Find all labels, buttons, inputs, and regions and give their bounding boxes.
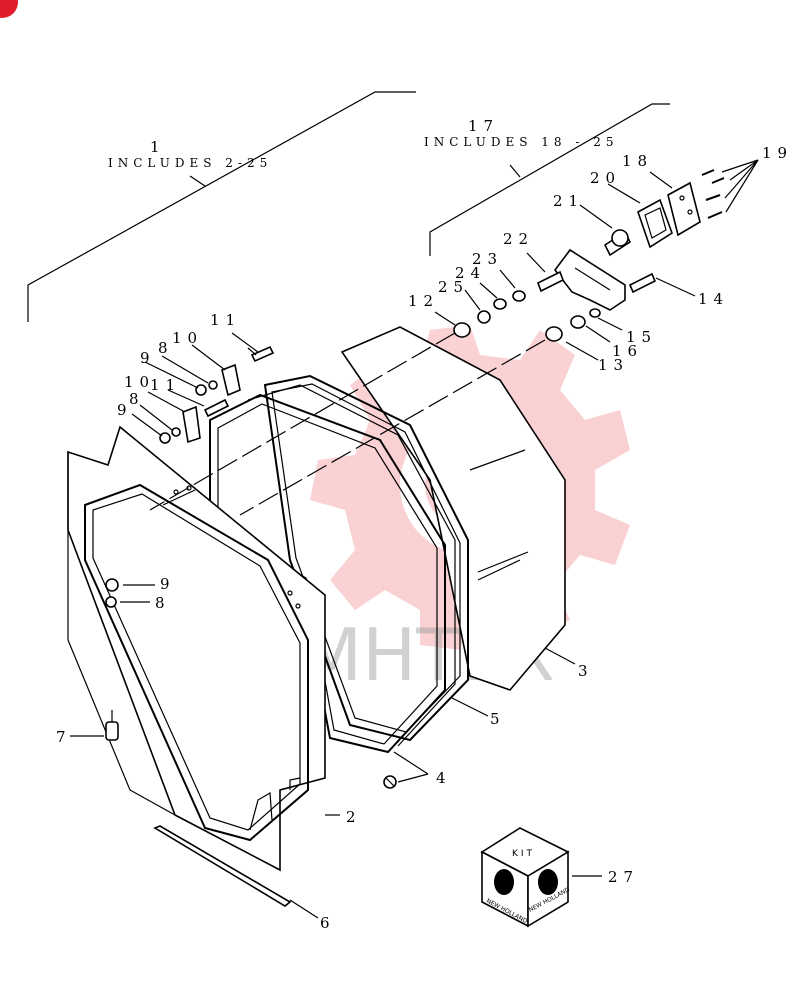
callout-22: 22 (503, 230, 534, 248)
part-bushing-12 (453, 322, 471, 338)
part-latch-pin (536, 270, 565, 293)
callout-25: 25 (438, 278, 469, 296)
part-bolt-lower (203, 398, 230, 418)
centerline-upper (149, 332, 456, 511)
part-nut-door (105, 578, 119, 592)
part-bushing-16 (570, 315, 586, 329)
kit-logo-left (494, 869, 514, 895)
part-latch-plate (667, 181, 701, 237)
kit-box: KIT NEW HOLLAND NEW HOLLAND (480, 827, 571, 928)
part-latch-bezel (637, 198, 673, 249)
callout-7: 7 (56, 728, 72, 746)
callout-11-lower: 11 (150, 376, 181, 394)
part-washer-door (105, 596, 117, 608)
part-door-glass-inner (84, 483, 309, 842)
callout-20: 20 (590, 169, 621, 187)
assembly-17-includes: INCLUDES 18 - 25 (424, 135, 619, 149)
part-bolt-upper (250, 345, 275, 363)
centerline-lower (239, 339, 546, 516)
part-bushing-13 (545, 326, 563, 342)
callout-18: 18 (622, 152, 653, 170)
assembly-17-number: 17 (468, 117, 499, 135)
part-hinge-pin (105, 710, 119, 741)
part-nut-upper (195, 384, 207, 396)
callout-16: 16 (612, 342, 643, 360)
callout-13: 13 (598, 356, 629, 374)
callout-15: 15 (626, 328, 657, 346)
callout-3: 3 (578, 662, 594, 680)
part-latch-gear (611, 229, 629, 247)
callout-11-upper: 11 (210, 311, 241, 329)
leader-assembly-1 (27, 91, 416, 322)
leader-assembly-1-pointer (189, 175, 206, 187)
part-outer-glass (340, 326, 566, 691)
corner-marker (0, 0, 18, 18)
part-screws (701, 169, 725, 219)
callout-8-lower: 8 (129, 390, 145, 408)
part-washer-upper (208, 380, 218, 390)
part-nut-lower (159, 432, 171, 444)
kit-label: KIT (512, 849, 535, 859)
part-bolt-14 (628, 272, 657, 294)
part-hinge-bracket-lower (182, 405, 201, 444)
callout-12: 12 (408, 292, 439, 310)
callout-23: 23 (472, 250, 503, 268)
kit-logo-right (538, 869, 558, 895)
leader-assembly-17 (429, 103, 670, 256)
callout-27: 27 (608, 868, 639, 886)
callout-10-upper: 10 (172, 329, 203, 347)
callout-9-lower: 9 (117, 401, 133, 419)
callout-8-door: 8 (155, 594, 171, 612)
callout-5: 5 (490, 710, 506, 728)
part-washer-23 (512, 290, 526, 302)
part-washer-lower (171, 427, 181, 437)
callout-8-upper: 8 (158, 339, 174, 357)
part-hinge-bracket-upper (221, 363, 241, 397)
callout-6: 6 (320, 914, 336, 932)
part-weather-strip (153, 825, 292, 907)
callout-14: 14 (698, 290, 729, 308)
callout-9-door: 9 (160, 575, 176, 593)
part-bushing-25 (477, 310, 491, 324)
assembly-1-number: 1 (150, 138, 166, 156)
callout-21: 21 (553, 192, 584, 210)
callout-2: 2 (346, 808, 362, 826)
callout-4: 4 (436, 769, 452, 787)
leader-assembly-17-pointer (509, 164, 521, 178)
assembly-1-includes: INCLUDES 2-25 (108, 156, 272, 170)
part-washer-15 (589, 308, 601, 318)
part-latch-body (553, 248, 626, 311)
part-washer-24 (493, 298, 507, 310)
callout-10-lower: 10 (124, 373, 155, 391)
callout-leaders (70, 159, 759, 919)
callout-24: 24 (455, 264, 486, 282)
callout-9-upper: 9 (140, 349, 156, 367)
callout-19: 19 (762, 144, 793, 162)
part-clip (383, 775, 397, 789)
part-door-frame (67, 425, 326, 872)
